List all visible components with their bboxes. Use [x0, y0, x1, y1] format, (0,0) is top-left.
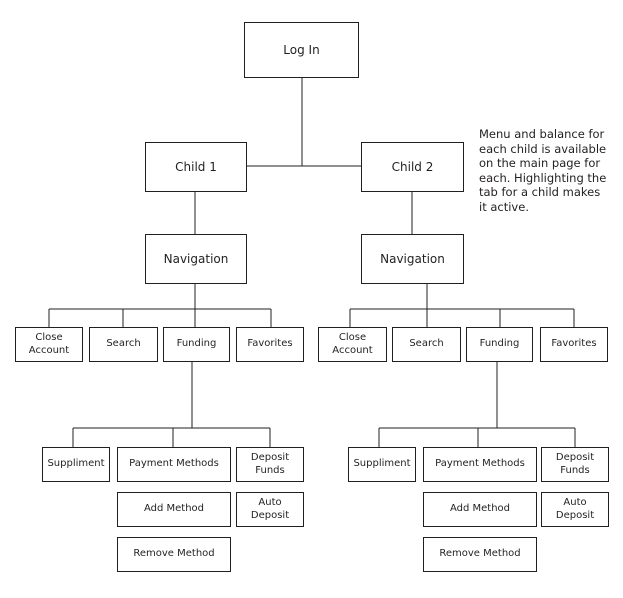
right-search-box: Search	[392, 327, 461, 362]
left-add-method-box: Add Method	[117, 492, 231, 527]
annotation-note: Menu and balance for each child is avail…	[479, 127, 607, 214]
right-payment-methods-box: Payment Methods	[423, 447, 537, 482]
left-favorites-box: Favorites	[236, 327, 304, 362]
child2-box: Child 2	[361, 142, 464, 192]
right-add-method-box: Add Method	[423, 492, 537, 527]
left-close-account-box: Close Account	[15, 327, 83, 362]
right-auto-deposit-box: Auto Deposit	[541, 492, 609, 527]
login-box: Log In	[244, 22, 359, 78]
left-suppliment-box: Suppliment	[42, 447, 110, 482]
left-auto-deposit-box: Auto Deposit	[236, 492, 304, 527]
left-remove-method-box: Remove Method	[117, 537, 231, 572]
right-favorites-box: Favorites	[540, 327, 608, 362]
left-search-box: Search	[89, 327, 158, 362]
right-funding-box: Funding	[466, 327, 533, 362]
left-deposit-funds-box: Deposit Funds	[236, 447, 304, 482]
right-navigation-box: Navigation	[361, 234, 464, 284]
left-navigation-box: Navigation	[145, 234, 247, 284]
right-suppliment-box: Suppliment	[348, 447, 416, 482]
left-payment-methods-box: Payment Methods	[117, 447, 231, 482]
right-deposit-funds-box: Deposit Funds	[541, 447, 609, 482]
right-close-account-box: Close Account	[318, 327, 387, 362]
right-remove-method-box: Remove Method	[423, 537, 537, 572]
left-funding-box: Funding	[163, 327, 230, 362]
child1-box: Child 1	[145, 142, 247, 192]
